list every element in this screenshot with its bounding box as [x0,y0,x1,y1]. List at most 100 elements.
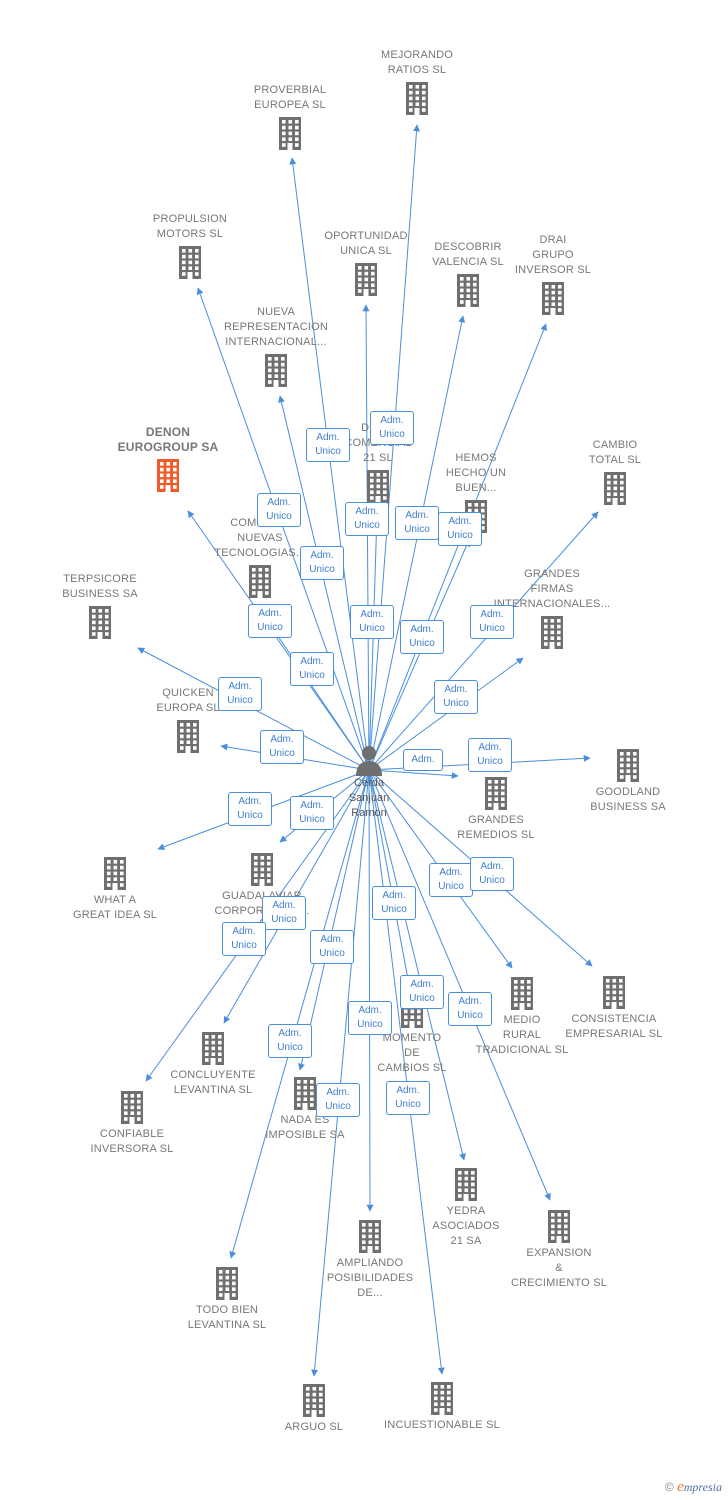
relation-tag-line: Adm. [458,996,482,1007]
relation-tag[interactable]: Adm.Unico [448,992,492,1026]
company-node-arguo[interactable]: ARGUO SL [239,1383,389,1435]
relation-tag[interactable]: Adm.Unico [290,796,334,830]
relation-tag[interactable]: Adm.Unico [228,792,272,826]
relation-tag[interactable]: Adm.Unico [262,896,306,930]
relation-tag-line: Adm. [320,934,344,945]
company-name-line: INTERNACIONALES... [493,598,611,610]
company-node-ampliando[interactable]: AMPLIANDO POSIBILIDADES DE... [295,1219,445,1301]
relation-tag[interactable]: Adm.Unico [438,512,482,546]
company-name-line: EUROPA SL [156,702,220,714]
relation-tag[interactable]: Adm.Unico [372,886,416,920]
relation-tag-line: Unico [447,530,473,541]
company-node-expansion[interactable]: EXPANSION&CRECIMIENTO SL [484,1209,634,1291]
relation-tag[interactable]: Adm. [403,749,443,771]
edge-demo [368,512,381,771]
company-name-line: POSIBILIDADES [326,1272,414,1284]
edge-yedra [368,769,466,1161]
company-name-line: EMPRESARIAL SL [565,1028,663,1040]
relation-tag[interactable]: Adm.Unico [316,1083,360,1117]
person-node[interactable]: Cerda Sanjuan Ramon [334,744,404,821]
relation-tag[interactable]: Adm.Unico [429,863,473,897]
company-name-line: RATIOS SL [387,64,447,76]
relation-tag[interactable]: Adm.Unico [400,975,444,1009]
edge-nada [298,769,370,1071]
edge-drai [368,323,547,771]
relation-tag-line: Adm. [238,796,262,807]
edge-expansion [368,769,551,1201]
relation-tag[interactable]: Adm.Unico [257,493,301,527]
relation-tag-line: Adm. [316,432,340,443]
relation-tag[interactable]: Adm.Unico [470,857,514,891]
relation-tag-line: Unico [257,622,283,633]
relation-tag[interactable]: Adm.Unico [348,1001,392,1035]
company-node-incuestionable[interactable]: INCUESTIONABLE SL [367,1381,517,1433]
relation-tag[interactable]: Adm.Unico [470,605,514,639]
relation-tag-line: Unico [438,881,464,892]
relation-tag[interactable]: Adm.Unico [345,502,389,536]
company-name-line: 21 SL [363,452,393,464]
company-name-line: WHAT A [93,894,137,906]
relation-tag[interactable]: Adm.Unico [268,1024,312,1058]
relation-tag[interactable]: Adm.Unico [434,680,478,714]
person-icon [356,746,382,776]
brand-logo-e: e [677,1479,684,1495]
company-name-line: OPORTUNIDAD [324,230,408,242]
relation-tag[interactable]: Adm.Unico [248,604,292,638]
person-name-line: Cerda [354,777,384,789]
relation-tag[interactable]: Adm.Unico [370,411,414,445]
relation-tag-line: Unico [231,940,257,951]
relation-tag-line: Adm. [410,979,434,990]
relation-tag-line: Unico [277,1042,303,1053]
edge-denon [187,510,370,771]
relation-tag[interactable]: Adm.Unico [386,1081,430,1115]
company-name-line: REPRESENTACION [223,321,329,333]
building-icon [355,263,377,296]
relation-tag[interactable]: Adm.Unico [300,546,344,580]
relation-tag[interactable]: Adm.Unico [395,506,439,540]
relation-tag[interactable]: Adm.Unico [306,428,350,462]
company-name-line: AMPLIANDO [336,1257,404,1269]
company-name-line: TERPSICORE [63,573,137,585]
relation-tag-line: Unico [309,564,335,575]
company-name-line: CONSISTENCIA [571,1013,657,1025]
relation-tag-line: Unico [409,638,435,649]
relation-tag[interactable]: Adm.Unico [222,922,266,956]
relation-tag-line: Adm. [382,890,406,901]
company-name-line: DE... [357,1287,383,1299]
relation-tag[interactable]: Adm.Unico [400,620,444,654]
edge-ampliando [366,769,374,1212]
company-node-guadalaviar[interactable]: GUADALAVIARCORPORACION... [187,852,337,919]
company-name-line: 21 SA [450,1235,482,1247]
relation-tag[interactable]: Adm.Unico [310,930,354,964]
relation-tag[interactable]: Adm.Unico [218,677,262,711]
relation-tag[interactable]: Adm.Unico [350,605,394,639]
relation-tag[interactable]: Adm.Unico [290,652,334,686]
building-icon [431,1382,453,1415]
relation-tag[interactable]: Adm.Unico [468,738,512,772]
company-name-line: YEDRA [446,1205,486,1217]
company-node-consistencia[interactable]: CONSISTENCIA EMPRESARIAL SL [539,975,689,1042]
relation-tag[interactable]: Adm.Unico [260,730,304,764]
